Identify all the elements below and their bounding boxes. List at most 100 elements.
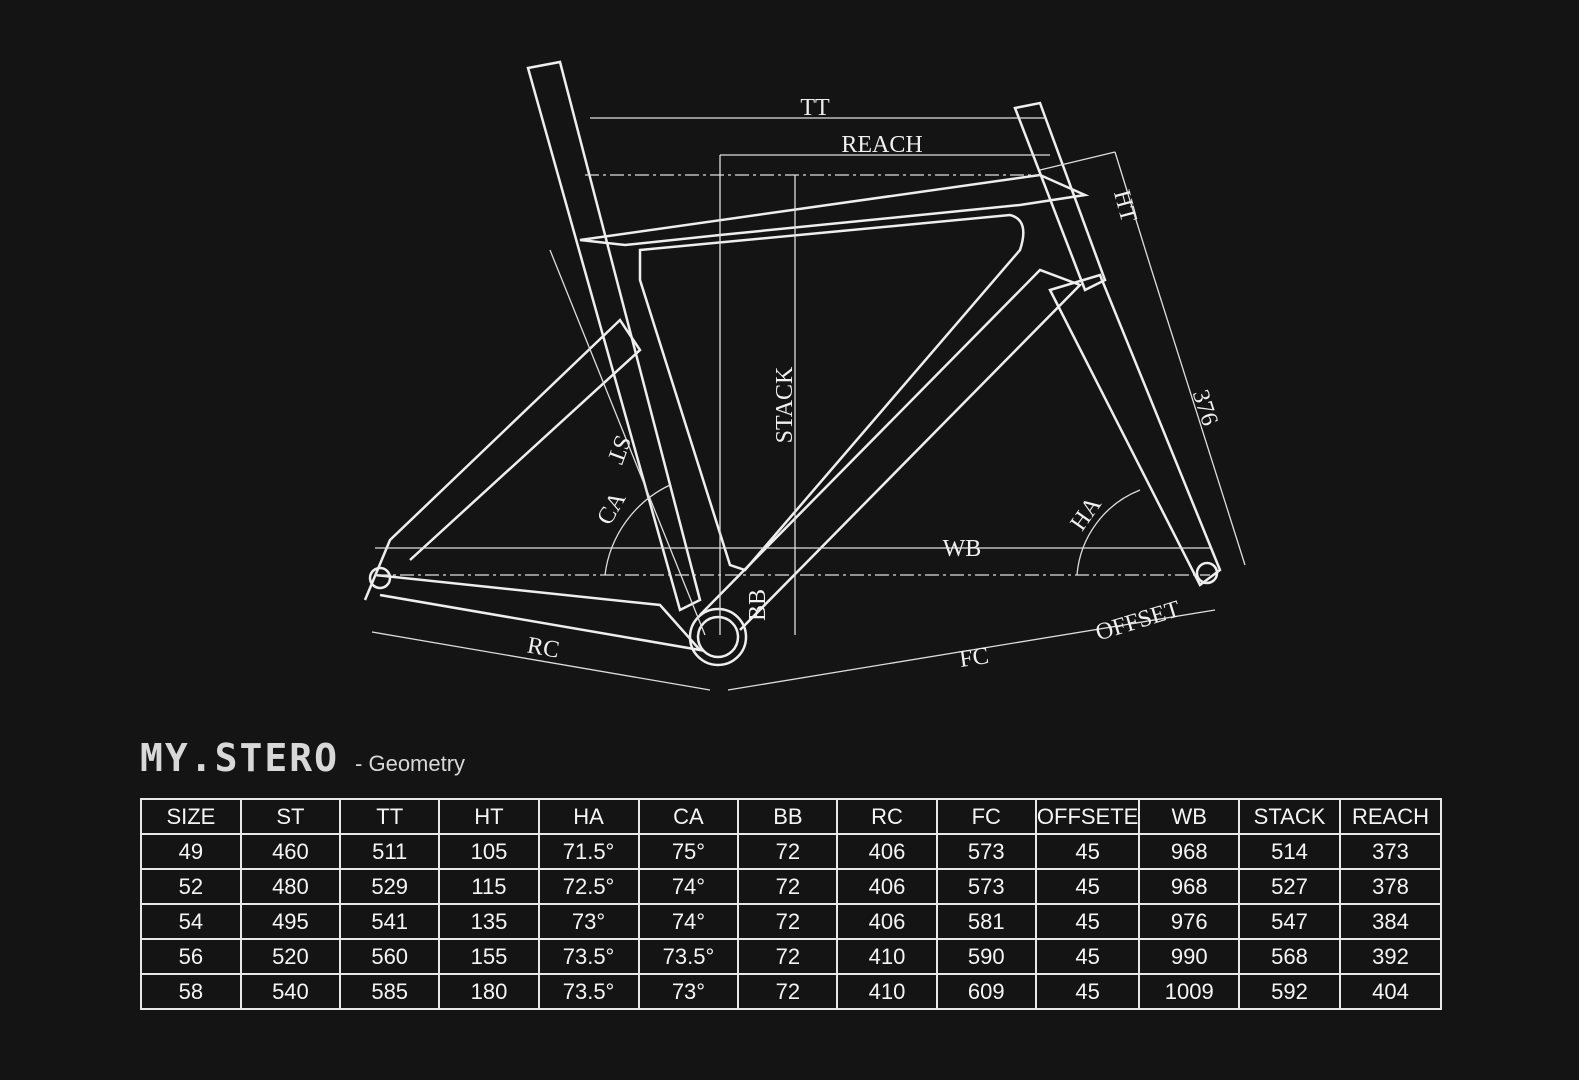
- bottom-bracket-shell: [688, 607, 748, 667]
- table-cell: 135: [438, 903, 540, 940]
- table-cell: 73.5°: [537, 973, 640, 1010]
- table-cell: 72: [737, 938, 839, 975]
- table-cell: 968: [1138, 833, 1241, 870]
- table-cell: 406: [836, 868, 938, 905]
- column-header-bb: BB: [737, 798, 839, 835]
- brand-subtitle: - Geometry: [355, 751, 466, 776]
- table-cell: 105: [438, 833, 540, 870]
- column-header-tt: TT: [339, 798, 441, 835]
- table-cell: 56: [140, 938, 242, 975]
- label-stack: STACK: [772, 366, 798, 443]
- down-tube: [699, 268, 1083, 631]
- table-cell: 460: [239, 833, 342, 870]
- table-cell: 54: [140, 903, 242, 940]
- column-header-ht: HT: [438, 798, 540, 835]
- column-header-reach: REACH: [1338, 798, 1443, 835]
- table-cell: 73.5°: [637, 938, 740, 975]
- chain-stay: [374, 573, 704, 652]
- table-cell: 590: [935, 938, 1037, 975]
- table-cell: 72: [737, 868, 839, 905]
- label-bb: BB: [745, 589, 771, 621]
- diagram-labels: TT REACH HT 376 STACK ST CA HA WB BB OFF…: [525, 95, 1222, 673]
- table-cell: 514: [1238, 833, 1341, 870]
- table-cell: 52: [140, 868, 242, 905]
- table-cell: 45: [1034, 903, 1141, 940]
- fork: [1048, 273, 1222, 587]
- frame-geometry-diagram: TT REACH HT 376 STACK ST CA HA WB BB OFF…: [363, 60, 1246, 691]
- seat-tube: [526, 60, 702, 612]
- table-cell: 495: [239, 903, 342, 940]
- table-cell: 155: [438, 938, 540, 975]
- table-cell: 392: [1338, 938, 1443, 975]
- table-cell: 560: [339, 938, 441, 975]
- table-cell: 968: [1138, 868, 1241, 905]
- table-cell: 406: [836, 903, 938, 940]
- table-cell: 49: [140, 833, 242, 870]
- table-cell: 115: [438, 868, 540, 905]
- bottom-bracket-inner: [696, 615, 740, 659]
- column-header-wb: WB: [1138, 798, 1241, 835]
- label-wb: WB: [943, 536, 982, 562]
- table-cell: 592: [1238, 973, 1341, 1010]
- table-cell: 410: [836, 938, 938, 975]
- rear-dropout: [368, 566, 392, 590]
- table-cell: 75°: [637, 833, 740, 870]
- table-cell: 527: [1238, 868, 1341, 905]
- column-header-ha: HA: [537, 798, 640, 835]
- table-cell: 72.5°: [537, 868, 640, 905]
- table-cell: 45: [1034, 973, 1141, 1010]
- table-cell: 480: [239, 868, 342, 905]
- table-cell: 384: [1338, 903, 1443, 940]
- table-cell: 72: [737, 903, 839, 940]
- table-cell: 378: [1338, 868, 1443, 905]
- table-cell: 45: [1034, 868, 1141, 905]
- table-cell: 609: [935, 973, 1037, 1010]
- table-cell: 72: [737, 833, 839, 870]
- dimension-lines: [371, 117, 1246, 691]
- column-header-offsete: OFFSETE: [1034, 798, 1141, 835]
- label-reach: REACH: [841, 132, 922, 158]
- table-cell: 73°: [637, 973, 740, 1010]
- column-header-st: ST: [239, 798, 342, 835]
- label-rc: RC: [525, 633, 561, 664]
- table-cell: 73°: [537, 903, 640, 940]
- table-cell: 547: [1238, 903, 1341, 940]
- table-cell: 74°: [637, 868, 740, 905]
- table-cell: 520: [239, 938, 342, 975]
- table-cell: 568: [1238, 938, 1341, 975]
- column-header-rc: RC: [836, 798, 938, 835]
- label-ca: CA: [592, 487, 632, 529]
- table-cell: 585: [339, 973, 441, 1010]
- table-cell: 373: [1338, 833, 1443, 870]
- column-header-stack: STACK: [1238, 798, 1341, 835]
- table-cell: 45: [1034, 938, 1141, 975]
- label-fc: FC: [958, 643, 991, 673]
- table-cell: 541: [339, 903, 441, 940]
- table-cell: 180: [438, 973, 540, 1010]
- table-cell: 529: [339, 868, 441, 905]
- front-dropout: [1195, 561, 1219, 585]
- table-cell: 406: [836, 833, 938, 870]
- table-cell: 573: [935, 833, 1037, 870]
- table-cell: 71.5°: [537, 833, 640, 870]
- table-cell: 990: [1138, 938, 1241, 975]
- column-header-size: SIZE: [140, 798, 242, 835]
- label-tt: TT: [800, 95, 830, 121]
- head-tube: [1013, 101, 1107, 292]
- table-cell: 72: [737, 973, 839, 1010]
- brand-logo: MY.STERO: [140, 736, 340, 780]
- label-ha: HA: [1066, 492, 1108, 536]
- main-triangle: [638, 213, 1025, 572]
- table-cell: 540: [239, 973, 342, 1010]
- brand-header: MY.STERO - Geometry: [140, 736, 465, 780]
- table-cell: 74°: [637, 903, 740, 940]
- top-tube: [579, 173, 1090, 247]
- column-header-fc: FC: [935, 798, 1037, 835]
- label-fork-length: 376: [1187, 387, 1223, 429]
- table-cell: 573: [935, 868, 1037, 905]
